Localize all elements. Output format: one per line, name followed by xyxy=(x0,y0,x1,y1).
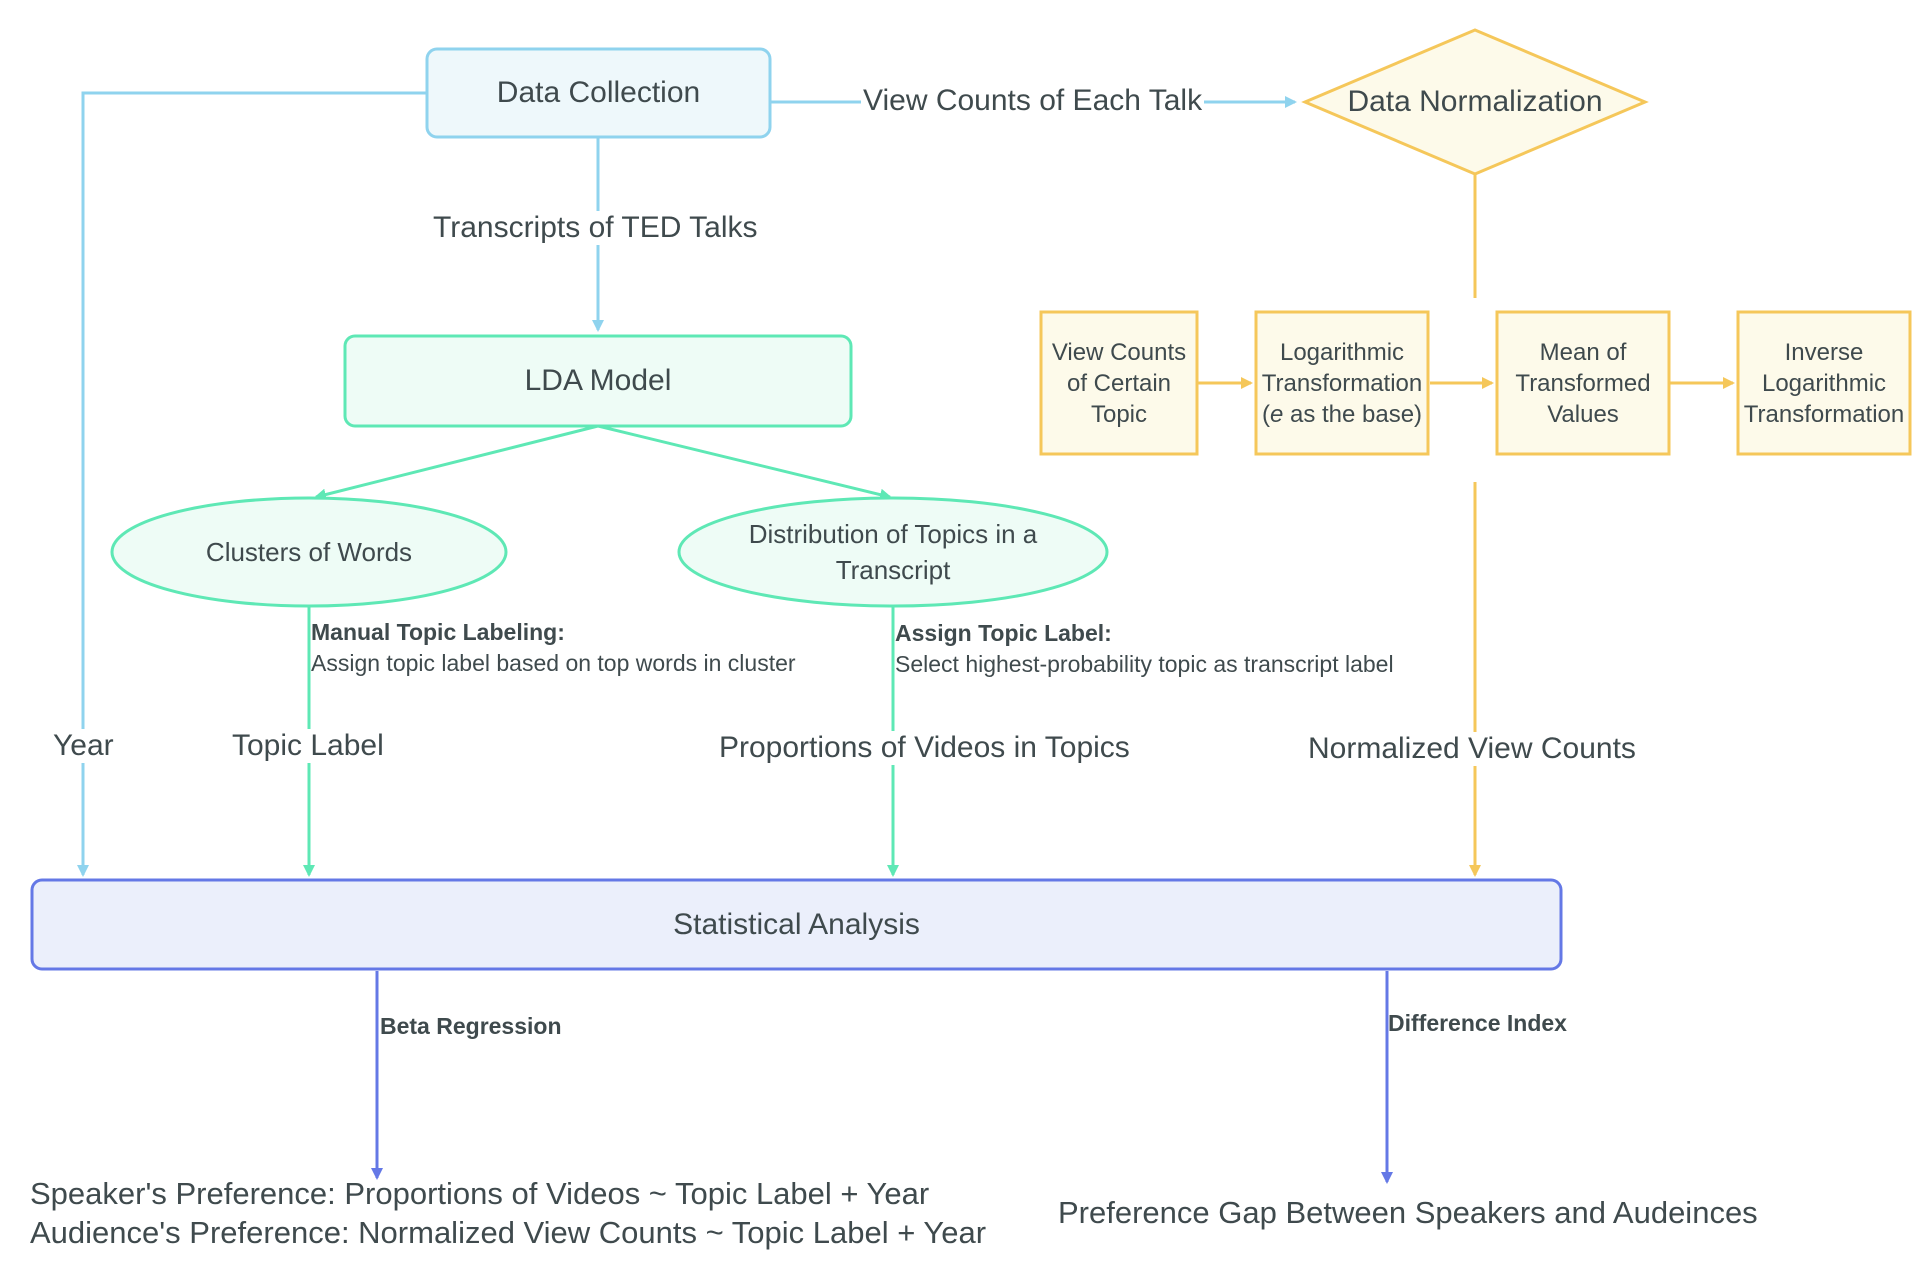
step-log-base: as the base) xyxy=(1283,400,1423,428)
edge-collection-to-year xyxy=(77,91,427,877)
edge-label-topic-label: Topic Label xyxy=(230,729,386,763)
edge-label-year: Year xyxy=(51,729,116,763)
step-view-counts-label: View Counts of Certain Topic xyxy=(1051,338,1187,428)
edge-lda-to-distribution xyxy=(597,424,892,501)
step-log-line3: (e as the base) xyxy=(1262,399,1422,430)
output-audience-preference: Audience's Preference: Normalized View C… xyxy=(30,1215,987,1250)
edge-label-difference-index: Difference Index xyxy=(1388,1010,1567,1036)
lda-model-label: LDA Model xyxy=(524,364,672,397)
step-log-line2: Transformation xyxy=(1261,369,1423,397)
note-manual-body: Assign topic label based on top words in… xyxy=(311,650,796,676)
data-normalization-node xyxy=(1301,28,1649,176)
clusters-of-words-label: Clusters of Words xyxy=(205,536,413,567)
edge-label-transcripts: Transcripts of TED Talks xyxy=(431,211,760,245)
step-view-counts-box xyxy=(1039,310,1199,456)
step-mean-label: Mean of Transformed Values xyxy=(1515,338,1651,428)
lda-model-node xyxy=(343,334,853,428)
note-manual-title: Manual Topic Labeling: xyxy=(311,619,565,645)
statistical-analysis-node xyxy=(30,878,1563,971)
step-log-line1: Logarithmic xyxy=(1279,338,1405,366)
step-log-open-paren: ( xyxy=(1261,400,1270,428)
step-inverse-log-label: Inverse Logarithmic Transformation xyxy=(1743,338,1905,428)
step-log-transform-label: Logarithmic Transformation (e as the bas… xyxy=(1256,312,1428,454)
edge-lda-to-clusters xyxy=(314,424,599,501)
distribution-of-topics-node xyxy=(677,496,1109,608)
statistical-analysis-label: Statistical Analysis xyxy=(673,907,920,941)
distribution-of-topics-label: Distribution of Topics in a Transcript xyxy=(748,519,1038,585)
output-speaker-preference: Speaker's Preference: Proportions of Vid… xyxy=(30,1176,930,1211)
data-collection-label: Data Collection xyxy=(496,76,701,109)
step-log-e-italic: e xyxy=(1269,400,1284,428)
edge-label-view-counts: View Counts of Each Talk xyxy=(861,84,1205,118)
data-normalization-label: Data Normalization xyxy=(1347,85,1603,118)
edge-label-beta-regression: Beta Regression xyxy=(380,1013,562,1039)
note-assign-title: Assign Topic Label: xyxy=(895,620,1112,646)
data-collection-node xyxy=(425,47,772,139)
step-mean-box xyxy=(1495,310,1671,456)
edge-label-normalized-view-counts: Normalized View Counts xyxy=(1306,732,1638,766)
output-preference-gap: Preference Gap Between Speakers and Aude… xyxy=(1058,1195,1758,1230)
step-inverse-log-box xyxy=(1736,310,1912,456)
step-log-transform-box xyxy=(1254,310,1430,456)
edge-label-proportions: Proportions of Videos in Topics xyxy=(717,731,1132,765)
clusters-of-words-node xyxy=(110,496,508,608)
note-assign-body: Select highest-probability topic as tran… xyxy=(895,651,1394,677)
